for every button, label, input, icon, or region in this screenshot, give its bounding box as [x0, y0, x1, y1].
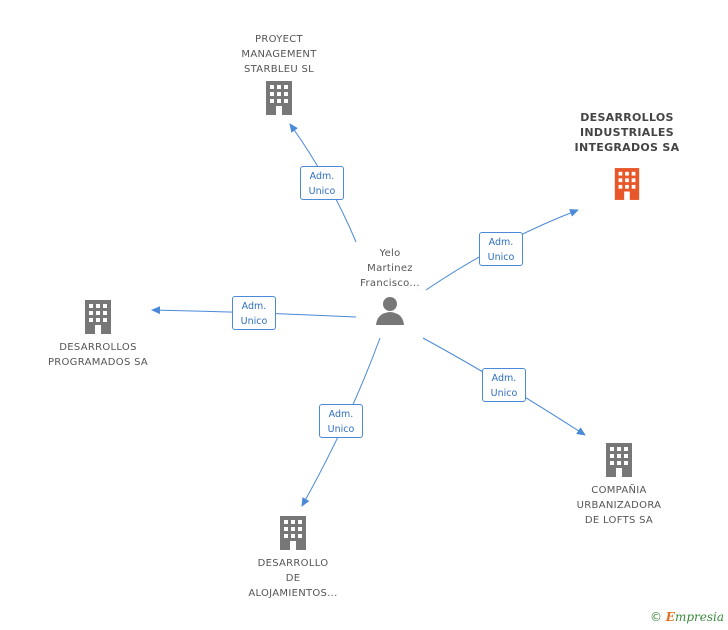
building-icon [263, 81, 295, 119]
building-icon [603, 443, 635, 481]
relation-type: Unico [240, 316, 268, 327]
brand-initial: E [665, 610, 675, 624]
building-icon [277, 516, 309, 554]
relation-badge-proyect[interactable]: Adm. Unico [300, 166, 344, 200]
company-label: DESARROLLOS PROGRAMADOS SA [47, 342, 149, 368]
relation-type: Unico [490, 388, 518, 399]
relation-type: Unico [487, 252, 515, 263]
relation-role: Adm. [328, 409, 354, 420]
relation-badge-alojamientos[interactable]: Adm. Unico [319, 404, 363, 438]
company-label: DESARROLLOS INDUSTRIALES INTEGRADOS SA [574, 111, 680, 154]
company-label: PROYECT MANAGEMENT STARBLEU SL [241, 34, 317, 75]
company-node-alojamientos[interactable]: DESARROLLO DE ALOJAMIENTOS... [228, 516, 358, 601]
company-label: DESARROLLO DE ALOJAMIENTOS... [248, 558, 338, 599]
building-icon [612, 167, 642, 205]
relation-type: Unico [327, 424, 355, 435]
relation-badge-lofts[interactable]: Adm. Unico [482, 368, 526, 402]
person-name: Yelo Martinez Francisco... [360, 248, 420, 289]
relation-badge-programados[interactable]: Adm. Unico [232, 296, 276, 330]
relation-type: Unico [308, 186, 336, 197]
relation-badge-industriales[interactable]: Adm. Unico [479, 232, 523, 266]
company-node-industriales[interactable]: DESARROLLOS INDUSTRIALES INTEGRADOS SA [556, 110, 698, 205]
person-node[interactable]: Yelo Martinez Francisco... [340, 246, 440, 329]
company-node-programados[interactable]: DESARROLLOS PROGRAMADOS SA [28, 300, 168, 370]
company-node-lofts[interactable]: COMPAÑIA URBANIZADORA DE LOFTS SA [552, 443, 686, 528]
copyright-symbol: © [649, 610, 662, 624]
relation-role: Adm. [241, 301, 267, 312]
relation-role: Adm. [488, 237, 514, 248]
relation-role: Adm. [309, 171, 335, 182]
brand-footer[interactable]: © Empresia [650, 610, 724, 624]
brand-name: mpresia [674, 610, 724, 624]
company-label: COMPAÑIA URBANIZADORA DE LOFTS SA [576, 485, 662, 526]
building-icon [82, 300, 114, 338]
person-icon [375, 295, 405, 329]
relation-role: Adm. [491, 373, 517, 384]
company-node-proyect[interactable]: PROYECT MANAGEMENT STARBLEU SL [214, 32, 344, 119]
